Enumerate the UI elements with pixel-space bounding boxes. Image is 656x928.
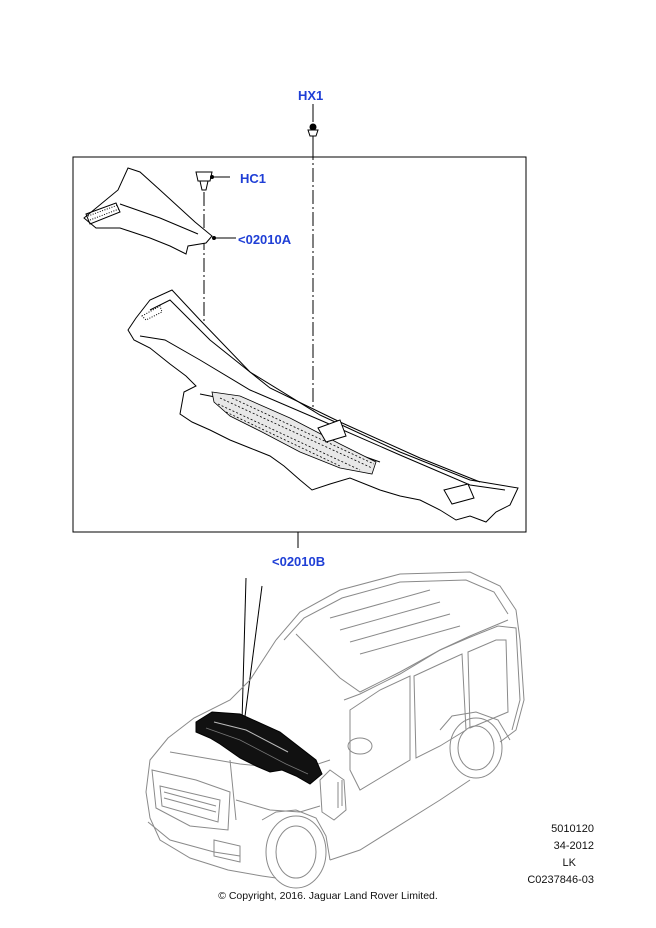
vehicle-leader-line-2: [243, 585, 263, 725]
bolt-hx1-icon: [307, 123, 319, 146]
vehicle-illustration: [145, 571, 525, 889]
detail-frame: [72, 156, 527, 533]
callout-ref-02010a[interactable]: <02010A: [238, 232, 292, 247]
cowl-grille-mesh: [211, 391, 377, 475]
vehicle-leader-line-1: [241, 577, 247, 723]
callout-hc1[interactable]: HC1: [240, 171, 267, 186]
cowl-side-panel: [83, 167, 213, 255]
cowl-vent-slots: [141, 305, 475, 505]
diagram-code-3: LK: [562, 857, 576, 869]
copyright-notice: © Copyright, 2016. Jaguar Land Rover Lim…: [218, 890, 438, 902]
diagram-code-2: 34-2012: [553, 840, 594, 852]
diagram-code-4: C0237846-03: [527, 874, 594, 886]
clip-hc1-icon: [195, 171, 213, 191]
diagram-code-1: 5010120: [551, 823, 594, 835]
callout-ref-02010b[interactable]: <02010B: [272, 554, 326, 569]
vehicle-cowl-highlight: [195, 711, 323, 785]
callout-hx1[interactable]: HX1: [298, 88, 324, 103]
